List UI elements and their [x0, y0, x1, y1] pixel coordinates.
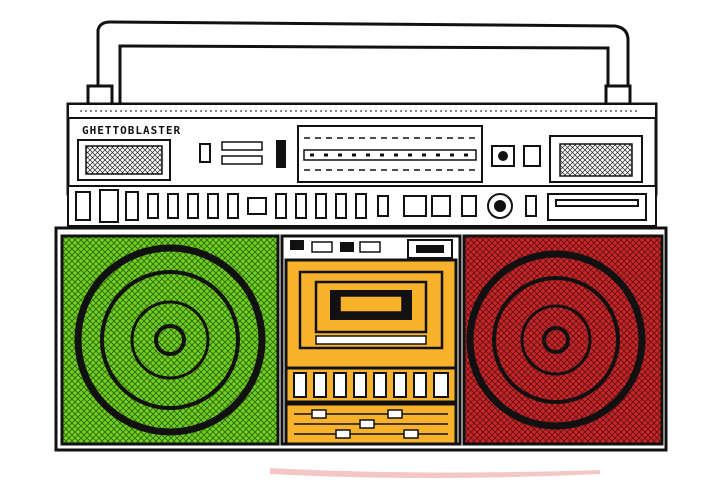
- right-speaker: [462, 234, 664, 446]
- floor-shadow: [270, 468, 600, 478]
- carry-handle: [86, 20, 632, 114]
- brand-label: GHETTOBLASTER: [82, 124, 181, 137]
- control-panel: GHETTOBLASTER: [66, 102, 658, 196]
- left-speaker: [60, 234, 280, 446]
- cassette-deck: [280, 234, 462, 446]
- button-row: [67, 185, 657, 227]
